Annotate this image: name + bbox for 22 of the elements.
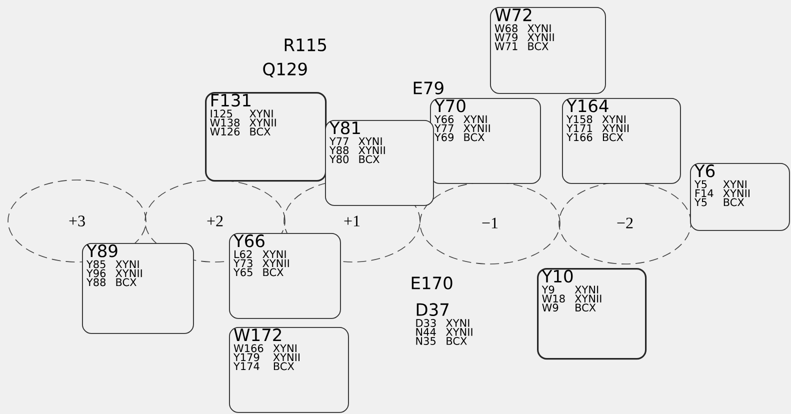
residue-box: Y70 Y66 XYNI Y77 XYNII Y69 BCX <box>430 98 541 184</box>
residue-box: Y6 Y5 XYNI F14 XYNII Y5 BCX <box>690 163 790 231</box>
residue-box: Y81 Y77 XYNI Y88 XYNII Y80 BCX <box>325 120 434 206</box>
residue-label: R115 <box>284 38 326 52</box>
residue-label: Q129 <box>263 62 307 78</box>
residue-box: W72 W68 XYNI W79 XYNII W71 BCX <box>490 7 606 94</box>
residue-box: Y89 Y85 XYNI Y96 XYNII Y88 BCX <box>82 243 194 334</box>
residue-box: W172 W166 XYNI Y179 XYNII Y174 BCX <box>229 327 349 413</box>
residue-table: D37 D33 XYNI N44 XYNII N35 BCX <box>416 303 472 345</box>
label: BCX <box>446 337 467 345</box>
label: N44 <box>416 328 436 336</box>
residue-box: F131 I125 XYNI W138 XYNII W126 BCX <box>205 92 327 182</box>
residue-box: Y10 Y9 XYNI W18 XYNII W9 BCX <box>537 268 647 360</box>
label: D33 <box>416 319 436 327</box>
residue-label: E79 <box>414 82 444 94</box>
residue-box: Y66 L62 XYNI Y73 XYNII Y65 BCX <box>229 233 341 319</box>
label: XYNII <box>446 328 472 336</box>
residue-box: Y164 Y158 XYNI Y171 XYNII Y166 BCX <box>562 98 681 184</box>
label: D37 <box>416 303 448 316</box>
residue-label: E170 <box>412 276 452 290</box>
label: N35 <box>416 337 436 345</box>
label: XYNI <box>446 319 470 327</box>
